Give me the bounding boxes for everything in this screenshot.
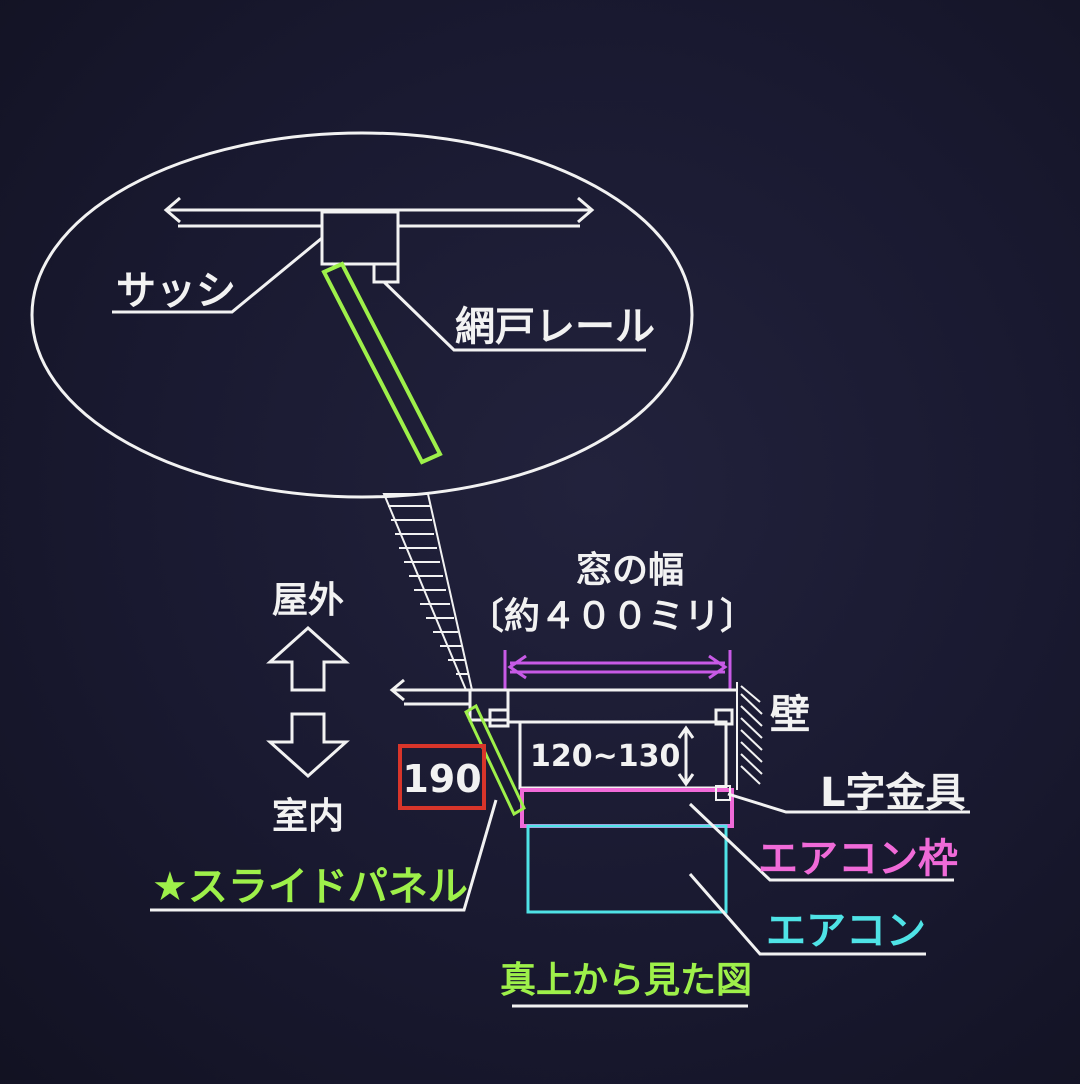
- diagram-caption: 真上から見た図: [500, 960, 752, 1001]
- aircon-unit: [526, 824, 728, 914]
- detail-zoom-ellipse: [30, 131, 694, 499]
- sash-label: サッシ: [116, 268, 236, 314]
- screen-rail-label: 網戸レール: [455, 304, 655, 350]
- aircon-leader: [688, 873, 926, 956]
- window-width-value: 〔約４００ミリ〕: [468, 595, 756, 637]
- l-bracket-label: L字金具: [820, 770, 966, 816]
- aircon-frame-label: エアコン枠: [758, 836, 958, 882]
- slide-panel-label: ★スライドパネル: [152, 864, 468, 910]
- arrow-up-icon: [266, 625, 350, 692]
- wall: [736, 682, 763, 790]
- outdoor-label: 屋外: [272, 580, 344, 621]
- aircon-frame-leader: [688, 802, 954, 882]
- sash-leader: [112, 236, 323, 314]
- screen-rail-leader: [382, 280, 646, 352]
- detail-sash-track: [163, 196, 595, 284]
- window-width-dimension: [503, 650, 732, 690]
- slide-depth-value: 190: [402, 757, 481, 801]
- indoor-label: 室内: [272, 796, 344, 837]
- gap-dimension-arrow: [677, 725, 695, 787]
- wall-label: 壁: [770, 692, 810, 738]
- aircon-frame: [520, 788, 734, 828]
- main-sash-track: [389, 678, 738, 728]
- aircon-label: エアコン: [766, 908, 926, 954]
- slide-panel-leader: [150, 799, 498, 912]
- gap-dimension-label: 120~130: [530, 739, 680, 774]
- slide-depth-highlight: [398, 744, 486, 810]
- l-bracket: [715, 785, 731, 801]
- arrow-down-icon: [266, 712, 350, 779]
- l-bracket-leader: [727, 792, 970, 814]
- zoom-connector-hatch: [388, 505, 469, 675]
- window-width-title: 窓の幅: [576, 550, 684, 591]
- detail-slide-panel: [321, 261, 443, 465]
- main-slide-panel: [464, 703, 526, 817]
